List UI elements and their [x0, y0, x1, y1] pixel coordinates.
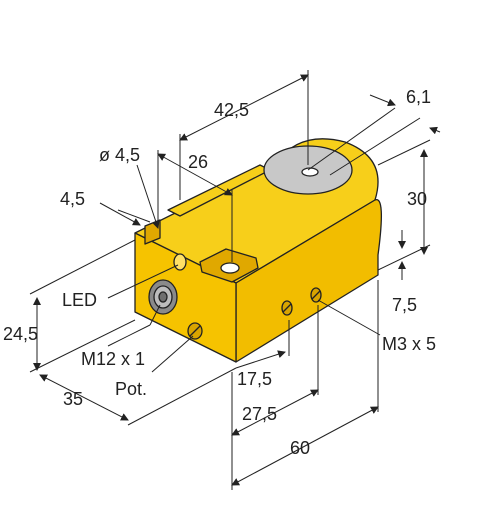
mounting-hole — [220, 262, 240, 274]
label-7-5: 7,5 — [392, 295, 417, 315]
label-35: 35 — [63, 389, 83, 409]
screw-slot-icon — [187, 322, 203, 340]
m12-connector-icon — [148, 279, 178, 315]
m3-hole-left — [281, 300, 293, 316]
label-24-5: 24,5 — [3, 324, 38, 344]
dimension-lines — [29, 70, 441, 490]
housing-side-face — [235, 199, 383, 363]
sensor-housing — [134, 138, 383, 363]
label-4-5: 4,5 — [60, 189, 85, 209]
face-center-hole — [301, 167, 319, 177]
label-60: 60 — [290, 438, 310, 458]
label-30: 30 — [407, 189, 427, 209]
label-diameter-4-5: ø 4,5 — [99, 145, 140, 165]
label-27-5: 27,5 — [242, 404, 277, 424]
dimension-labels: 42,5 6,1 ø 4,5 26 4,5 30 24,5 7,5 35 17,… — [3, 87, 436, 458]
label-led: LED — [62, 290, 97, 310]
label-17-5: 17,5 — [237, 369, 272, 389]
m3-hole-right — [310, 287, 322, 303]
label-42-5: 42,5 — [214, 100, 249, 120]
label-6-1: 6,1 — [406, 87, 431, 107]
led-icon — [173, 253, 187, 271]
label-pot: Pot. — [115, 379, 147, 399]
label-m12: M12 x 1 — [81, 349, 145, 369]
label-m3: M3 x 5 — [382, 334, 436, 354]
label-26: 26 — [188, 152, 208, 172]
